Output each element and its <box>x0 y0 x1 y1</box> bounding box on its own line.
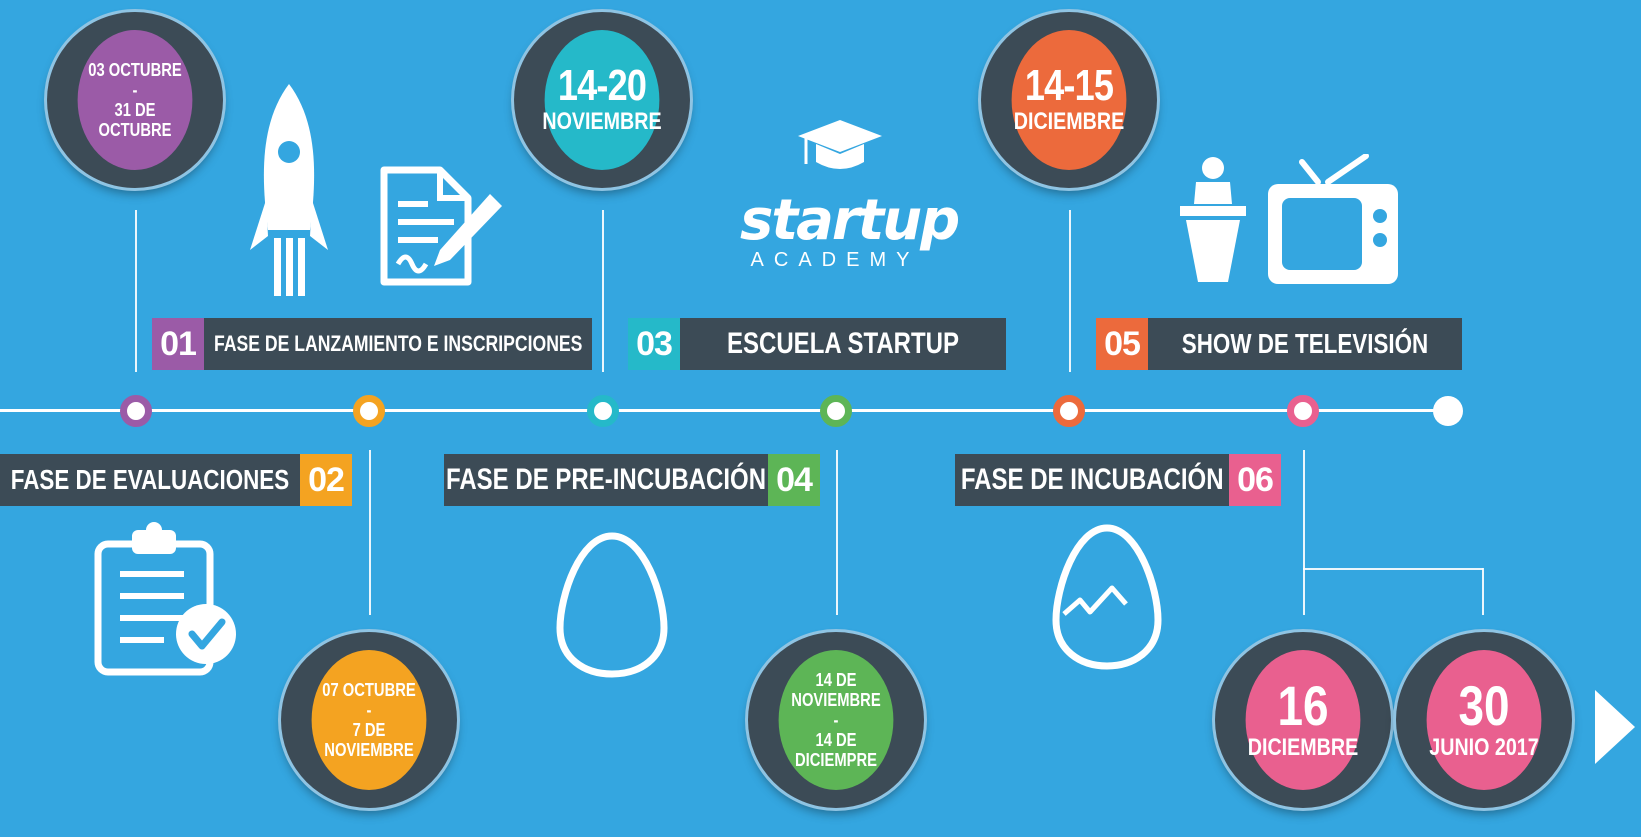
timeline-dot-3 <box>587 395 619 427</box>
date-badge-7: 30 JUNIO 2017 <box>1396 632 1572 808</box>
connector-d5 <box>1069 210 1071 372</box>
clipboard-check-icon <box>94 522 236 676</box>
date-4-end: 14 DE DICIEMPRE <box>794 730 877 770</box>
phase-title-01: FASE DE LANZAMIENTO E INSCRIPCIONES <box>213 331 583 356</box>
connector-d1 <box>135 210 137 372</box>
brand-subtitle: ACADEMY <box>750 249 920 271</box>
date-7-month: JUNIO 2017 <box>1429 734 1539 761</box>
date-2-start: 07 OCTUBRE <box>322 680 416 700</box>
phase-label-03: 03 ESCUELA STARTUP <box>628 318 1006 370</box>
connector-d2 <box>369 450 371 615</box>
connector-d7 <box>1482 568 1484 615</box>
timeline-dot-1 <box>120 395 152 427</box>
phase-title-01-box: FASE DE LANZAMIENTO E INSCRIPCIONES <box>204 318 592 370</box>
date-badge-2: 07 OCTUBRE - 7 DE NOVIEMBRE <box>281 632 457 808</box>
phase-number-03: 03 <box>628 318 680 370</box>
phase-number-02: 02 <box>300 454 352 506</box>
brand-wordmark: startup <box>740 188 960 253</box>
phase-number-01: 01 <box>152 318 204 370</box>
contract-pen-icon <box>380 166 502 286</box>
date-badge-3: 14-20 NOVIEMBRE <box>514 12 690 188</box>
timeline-dot-end <box>1433 396 1463 426</box>
date-3-month: NOVIEMBRE <box>542 108 662 135</box>
phase-label-06: FASE DE INCUBACIÓN 06 <box>955 454 1281 506</box>
phase-label-02: FASE DE EVALUACIONES 02 <box>0 454 352 506</box>
phase-title-06: FASE DE INCUBACIÓN <box>960 463 1224 496</box>
podium-speaker-icon <box>1180 157 1246 282</box>
date-badge-4: 14 DE NOVIEMBRE - 14 DE DICIEMPRE <box>748 632 924 808</box>
phase-title-04: FASE DE PRE-INCUBACIÓN <box>445 463 767 496</box>
connector-d4 <box>836 450 838 615</box>
egg-icon <box>556 532 668 678</box>
date-5-days: 14-15 <box>1024 61 1114 110</box>
next-arrow-icon[interactable] <box>1595 690 1635 764</box>
date-4-start: 14 DE NOVIEMBRE <box>791 670 881 710</box>
phase-title-03: ESCUELA STARTUP <box>726 327 959 360</box>
phase-title-02: FASE DE EVALUACIONES <box>10 464 290 495</box>
date-1-end: 31 DE OCTUBRE <box>98 100 172 140</box>
timeline-axis <box>0 409 1450 412</box>
date-1-start: 03 OCTUBRE <box>88 60 182 80</box>
date-5-month: DICIEMBRE <box>1013 108 1125 135</box>
rocket-icon <box>250 84 328 296</box>
date-2-end: 7 DE NOVIEMBRE <box>324 720 414 760</box>
date-6-month: DICIEMBRE <box>1247 734 1359 761</box>
timeline-dot-4 <box>820 395 852 427</box>
date-badge-5: 14-15 DICIEMBRE <box>981 12 1157 188</box>
phase-label-05: 05 SHOW DE TELEVISIÓN <box>1096 318 1462 370</box>
timeline-dot-6 <box>1287 395 1319 427</box>
television-icon <box>1268 154 1398 284</box>
date-7-day: 30 <box>1458 674 1510 737</box>
timeline-dot-5 <box>1053 395 1085 427</box>
connector-d6 <box>1303 450 1305 615</box>
phase-label-01: 01 FASE DE LANZAMIENTO E INSCRIPCIONES <box>152 318 592 370</box>
phase-title-04-box: FASE DE PRE-INCUBACIÓN <box>444 454 768 506</box>
phase-title-06-box: FASE DE INCUBACIÓN <box>955 454 1229 506</box>
phase-label-04: FASE DE PRE-INCUBACIÓN 04 <box>444 454 820 506</box>
phase-title-05: SHOW DE TELEVISIÓN <box>1181 328 1429 359</box>
date-1-sep: - <box>132 80 138 100</box>
phase-number-06: 06 <box>1229 454 1281 506</box>
date-4-sep: - <box>833 710 839 730</box>
phase-number-05: 05 <box>1096 318 1148 370</box>
timeline-dot-2 <box>353 395 385 427</box>
phase-number-04: 04 <box>768 454 820 506</box>
phase-title-03-box: ESCUELA STARTUP <box>680 318 1006 370</box>
graduation-cap-icon <box>798 120 882 169</box>
date-badge-1: 03 OCTUBRE - 31 DE OCTUBRE <box>47 12 223 188</box>
date-3-days: 14-20 <box>557 61 647 110</box>
startup-academy-logo: startup ACADEMY <box>740 188 960 272</box>
cracked-egg-icon <box>1052 524 1162 670</box>
connector-d7-branch <box>1303 568 1483 570</box>
date-2-sep: - <box>366 700 372 720</box>
date-6-day: 16 <box>1277 674 1329 737</box>
date-badge-6: 16 DICIEMBRE <box>1215 632 1391 808</box>
phase-title-05-box: SHOW DE TELEVISIÓN <box>1148 318 1462 370</box>
phase-title-02-box: FASE DE EVALUACIONES <box>0 454 300 506</box>
connector-d3 <box>602 210 604 372</box>
